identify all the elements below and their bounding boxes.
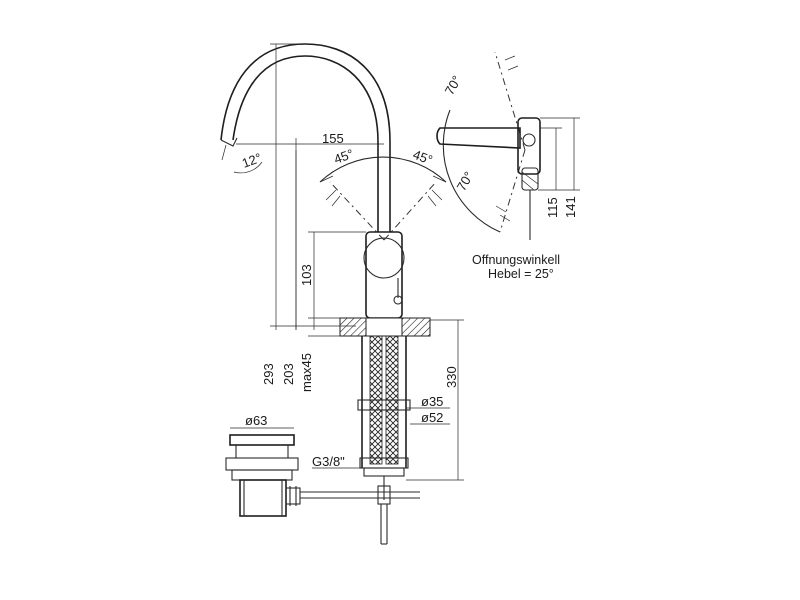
total-height-label: 293 [261, 363, 276, 385]
labels: 12° 155 45° 45° 293 203 max45 103 330 ø3… [240, 73, 578, 469]
waste-fitting [225, 434, 301, 517]
popup-rod [300, 485, 420, 545]
spout-reach-label: 155 [322, 131, 344, 146]
faucet-front-view [220, 43, 447, 545]
swing-angle-top-label: 70° [442, 73, 465, 98]
thread-label: G3/8" [312, 454, 345, 469]
opening-angle-line1: Offnungswinkell [472, 253, 560, 267]
shank-and-hoses [357, 335, 411, 500]
deck-section [339, 317, 431, 337]
swing-angle-bottom-label: 70° [454, 169, 477, 194]
deck-max-label: max45 [299, 353, 314, 392]
side-height-2-label: 141 [563, 196, 578, 218]
flange-diameter-label: ø52 [421, 410, 443, 425]
hose-length-label: 330 [444, 366, 459, 388]
side-height-1-label: 115 [545, 197, 560, 218]
faucet-body [363, 231, 405, 319]
dimension-lines [230, 43, 580, 481]
lever-angle-left-label: 45° [332, 146, 356, 167]
lever-height-label: 103 [299, 264, 314, 286]
spout [220, 43, 391, 232]
spout-angle-label: 12° [240, 150, 264, 171]
hole-diameter-label: ø35 [421, 394, 443, 409]
lever-angle-right-label: 45° [411, 147, 435, 168]
faucet-top-view [436, 51, 541, 240]
waste-diameter-label: ø63 [245, 413, 267, 428]
lever-swing [319, 156, 447, 241]
spout-height-label: 203 [281, 363, 296, 385]
opening-angle-line2: Hebel = 25° [488, 267, 554, 281]
